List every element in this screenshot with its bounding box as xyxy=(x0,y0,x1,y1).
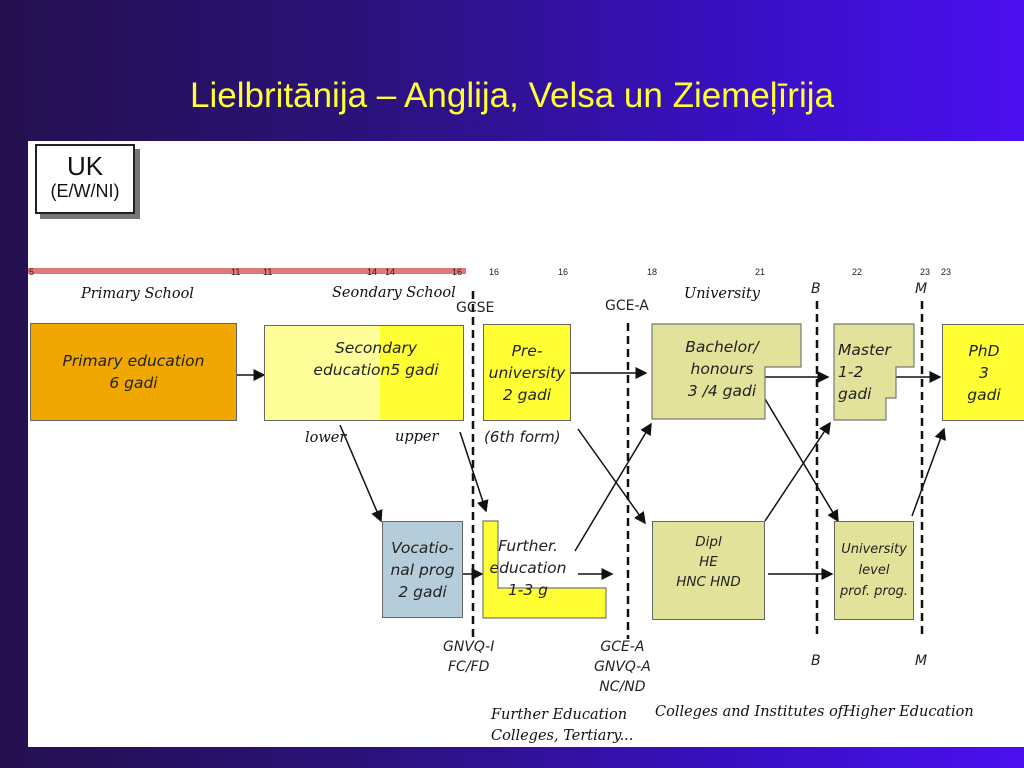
primary-education-box: Primary education 6 gadi xyxy=(30,323,237,421)
bachelor-honours-text: Bachelor/ honours 3 /4 gadi xyxy=(685,338,759,400)
diagram-connectors xyxy=(237,291,947,639)
lower-label: lower xyxy=(305,430,347,446)
badge-line2: (E/W/NI) xyxy=(50,181,120,201)
phd-box: PhD 3 gadi xyxy=(942,324,1024,421)
slide-title: Lielbritānija – Anglija, Velsa un Ziemeļ… xyxy=(190,76,834,115)
uk-badge: UK (E/W/NI) xyxy=(35,144,135,214)
master-text: Master 1-2 gadi xyxy=(838,341,891,403)
age-label: 5 xyxy=(29,267,35,277)
further-education-text: Further. education 1-3 g xyxy=(489,537,567,599)
bachelor-box-shape xyxy=(651,323,802,420)
vocational-programme-box: Vocatio- nal prog 2 gadi xyxy=(382,521,463,618)
bachelor-bottom-marker: B xyxy=(811,653,821,669)
arrow-preuni-dipl xyxy=(577,428,646,525)
master-marker-label: M xyxy=(915,281,928,297)
gce-a-bottom-label: GCE-A GNVQ-A NC/ND xyxy=(594,639,651,695)
gnvq-i-label: GNVQ-I FC/FD xyxy=(443,639,495,675)
colleges-institutes-label: Colleges and Institutes ofHigher Educati… xyxy=(655,704,974,720)
master-bottom-marker: M xyxy=(915,653,928,669)
university-level-prof-box: University level prof. prog. xyxy=(834,521,914,620)
preuniversity-box: Pre- university 2 gadi xyxy=(483,324,571,421)
gce-a-label: GCE-A xyxy=(605,298,649,314)
diploma-he-box: Dipl HE HNC HND xyxy=(652,521,765,620)
secondary-education-text: Secondary education5 gadi xyxy=(313,339,439,379)
arrow-upper-further xyxy=(459,431,489,513)
gcse-label: GCSE xyxy=(456,300,495,316)
age-label: 14 xyxy=(367,267,378,277)
arrow-further-bachelor xyxy=(574,422,652,552)
further-colleges-label: Further Education Colleges, Tertiary... xyxy=(491,707,634,744)
age-label: 16 xyxy=(489,267,500,277)
age-label: 22 xyxy=(852,267,863,277)
age-label: 11 xyxy=(231,267,241,277)
age-label: 16 xyxy=(558,267,569,277)
arrow-univlevel-phd xyxy=(911,427,947,517)
age-label: 11 xyxy=(263,267,273,277)
arrow-dipl-master xyxy=(764,421,831,522)
age-label: 18 xyxy=(647,267,658,277)
secondary-education-box xyxy=(264,325,464,421)
age-label: 16 xyxy=(452,267,463,277)
further-box-shape xyxy=(482,520,607,619)
diagram-panel: UK (E/W/NI) 5 11 11 14 14 16 16 16 18 21… xyxy=(28,141,1024,747)
timeline-bar xyxy=(28,268,466,274)
secondary-school-label: Seondary School xyxy=(332,285,456,301)
upper-label: upper xyxy=(395,429,439,445)
age-label: 23 xyxy=(941,267,952,277)
age-label: 14 xyxy=(385,267,396,277)
master-box-shape xyxy=(833,323,915,421)
sixth-form-label: (6th form) xyxy=(484,428,561,446)
university-label: University xyxy=(684,286,760,302)
age-label: 21 xyxy=(755,267,766,277)
age-label: 23 xyxy=(920,267,931,277)
badge-line1: UK xyxy=(66,151,104,181)
bachelor-marker-label: B xyxy=(811,281,821,297)
arrow-lower-vocational xyxy=(339,424,383,523)
primary-school-label: Primary School xyxy=(81,286,194,302)
arrow-bachelor-univlevel xyxy=(764,398,839,523)
